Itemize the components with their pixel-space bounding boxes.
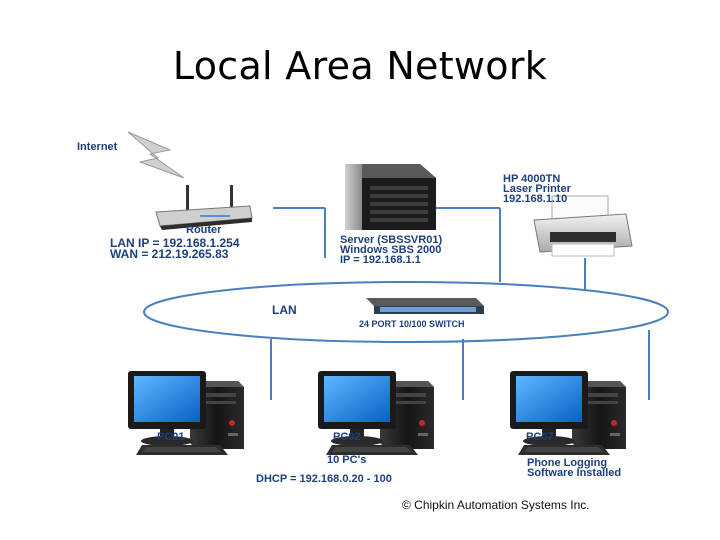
switch-label: 24 PORT 10/100 SWITCH [359, 319, 465, 329]
switch-icon [366, 298, 484, 314]
pc07-label: PC07 [526, 431, 554, 443]
server-name-label: Server (SBSSVR01) [340, 234, 443, 246]
connection-lines [270, 207, 650, 400]
server-ip-label: IP = 192.168.1.1 [340, 254, 421, 266]
pc01-label: PC01 [157, 431, 185, 443]
printer-ip-label: 192.168.1.10 [503, 193, 568, 205]
lan-ellipse [143, 281, 669, 343]
lightning-icon [127, 131, 185, 179]
router-lan-ip-label: LAN IP = 192.168.1.254 [110, 236, 240, 250]
pc02-label: PC02 [333, 431, 361, 443]
server-icon [345, 164, 436, 230]
pc-count-label: 10 PC's [327, 454, 367, 466]
printer-model-label: HP 4000TN [503, 173, 561, 185]
server-os-label: Windows SBS 2000 [340, 244, 442, 256]
router-label: Router [186, 224, 222, 236]
page-title: Local Area Network [172, 44, 548, 88]
router-wan-label: WAN = 212.19.265.83 [110, 247, 229, 261]
printer-icon [533, 195, 633, 257]
router-icon [155, 185, 253, 230]
software-installed-label: Software Installed [527, 467, 622, 479]
lan-label: LAN [272, 303, 297, 317]
printer-type-label: Laser Printer [503, 183, 571, 195]
phone-logging-label: Phone Logging [527, 457, 608, 469]
copyright-notice: © Chipkin Automation Systems Inc. [402, 498, 590, 512]
pc-icon [128, 371, 244, 455]
dhcp-label: DHCP = 192.168.0.20 - 100 [256, 473, 392, 485]
internet-label: Internet [77, 141, 118, 153]
